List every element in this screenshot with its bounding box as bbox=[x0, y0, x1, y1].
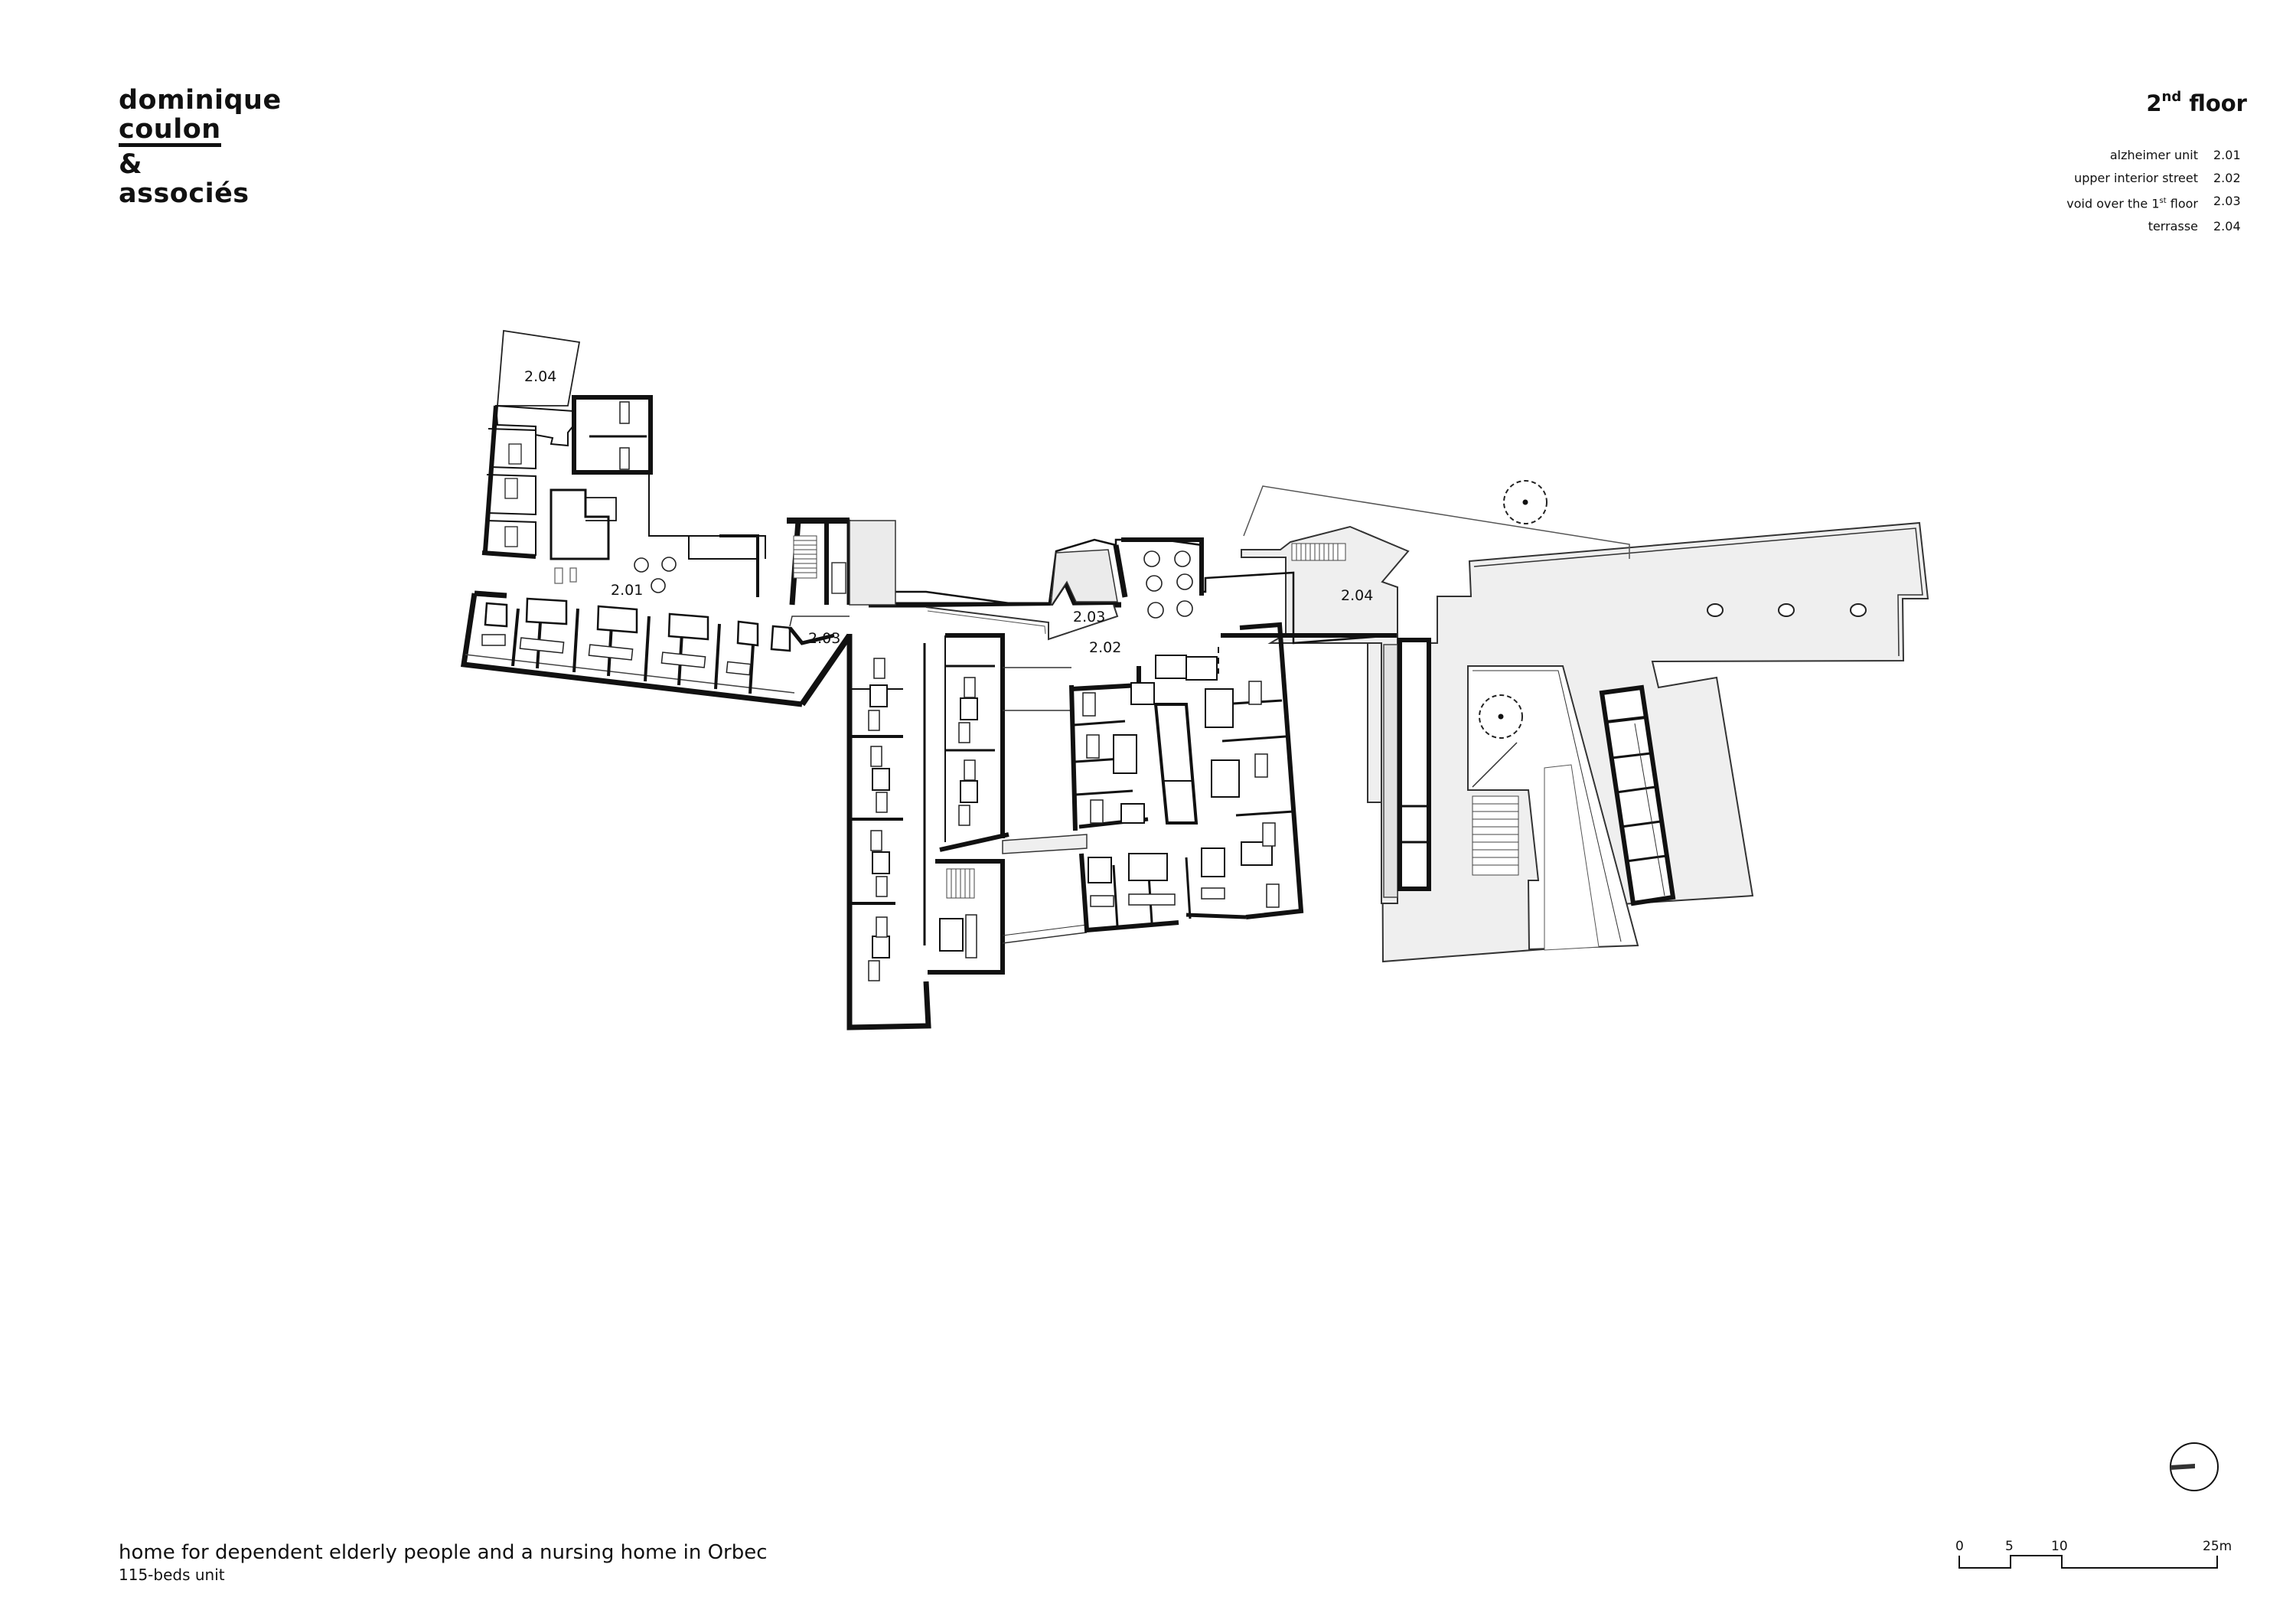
legend-label: alzheimer unit bbox=[2109, 148, 2198, 162]
terrace-2-04-middle bbox=[1241, 525, 1410, 904]
logo-line-4: associés bbox=[119, 178, 249, 209]
logo-line-3: & bbox=[119, 149, 143, 180]
tree-symbol bbox=[1503, 480, 1548, 524]
north-arrow-icon bbox=[2170, 1442, 2219, 1491]
room-label: 2.03 bbox=[808, 630, 840, 647]
room-label: 2.03 bbox=[1073, 609, 1105, 625]
scale-bar: 0 5 10 25m bbox=[1955, 1539, 2232, 1569]
east-terrace bbox=[1367, 521, 1929, 963]
room-legend: alzheimer unit 2.01 upper interior stree… bbox=[2066, 144, 2247, 238]
roof-edge-line bbox=[1243, 485, 1630, 559]
legend-row: alzheimer unit 2.01 bbox=[2066, 144, 2247, 167]
scale-tick-25m: 25m bbox=[2203, 1539, 2232, 1554]
project-title: home for dependent elderly people and a … bbox=[119, 1541, 768, 1564]
project-caption: home for dependent elderly people and a … bbox=[119, 1540, 768, 1585]
logo-line-2: coulon bbox=[119, 116, 221, 147]
legend-code: 2.03 bbox=[2213, 194, 2241, 208]
room-label: 2.02 bbox=[1089, 639, 1121, 656]
legend-code: 2.02 bbox=[2213, 171, 2241, 185]
floor-word: floor bbox=[2189, 90, 2247, 116]
room-label: 2.04 bbox=[524, 368, 556, 385]
room-label: 2.01 bbox=[611, 582, 643, 599]
east-wing bbox=[1069, 622, 1304, 933]
scale-tick-5: 5 bbox=[2005, 1539, 2014, 1554]
floor-ordinal: nd bbox=[2161, 89, 2182, 105]
planter-strip bbox=[1383, 644, 1398, 898]
logo-line-1: dominique bbox=[119, 85, 282, 116]
legend-label: terrasse bbox=[2148, 219, 2198, 234]
middle-wing bbox=[846, 633, 1088, 1030]
legend-row: terrasse 2.04 bbox=[2066, 215, 2247, 238]
alzheimer-wing bbox=[461, 329, 853, 707]
legend-label: void over the 1st floor bbox=[2066, 196, 2198, 211]
floor-number: 2 bbox=[2146, 90, 2162, 116]
firm-logo: dominique coulon & associés bbox=[119, 86, 282, 208]
legend-row: upper interior street 2.02 bbox=[2066, 167, 2247, 190]
floor-title: 2nd floor bbox=[2146, 89, 2247, 116]
legend-code: 2.04 bbox=[2213, 219, 2241, 234]
legend-label: upper interior street bbox=[2074, 171, 2198, 185]
scale-tick-0: 0 bbox=[1955, 1539, 1964, 1554]
service-block bbox=[1397, 638, 1431, 891]
legend-row: void over the 1st floor 2.03 bbox=[2066, 190, 2247, 215]
terrace-2-04-west bbox=[497, 329, 581, 407]
room-label: 2.04 bbox=[1341, 587, 1373, 604]
scale-tick-10: 10 bbox=[2051, 1539, 2068, 1554]
legend-code: 2.01 bbox=[2213, 148, 2241, 162]
central-building bbox=[787, 518, 1397, 674]
terrace-steps bbox=[1291, 543, 1346, 561]
project-subtitle: 115-beds unit bbox=[119, 1566, 225, 1584]
